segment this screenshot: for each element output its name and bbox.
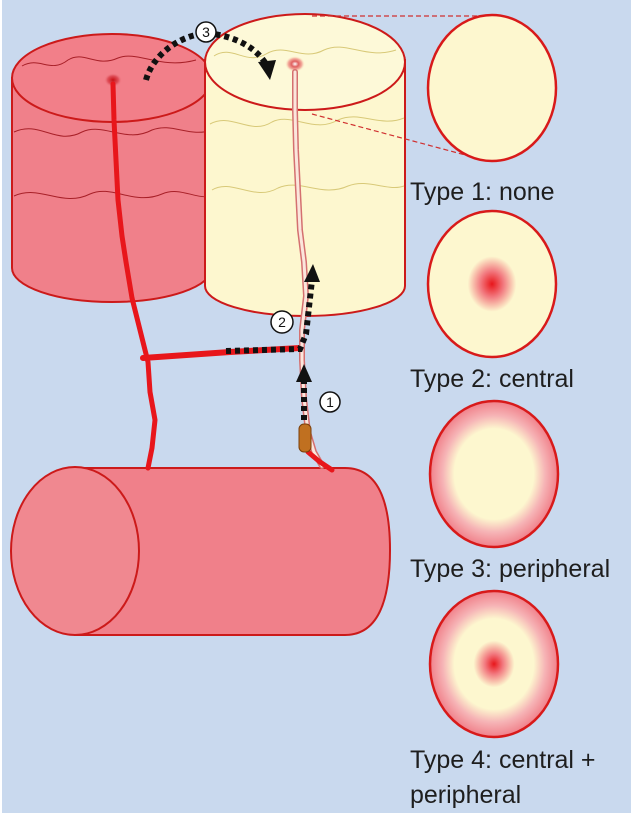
cross-section-type-1 (428, 15, 556, 161)
step-marker-1: 1 (320, 392, 340, 412)
embolus (299, 424, 311, 452)
type-2-label: Type 2: central (410, 364, 574, 394)
type-3-label: Type 3: peripheral (410, 554, 610, 584)
type-1-label: Type 1: none (410, 177, 555, 207)
type-4-label-continued: peripheral (410, 780, 521, 810)
cross-section-type-2 (428, 211, 556, 357)
arrow-head-1 (296, 364, 312, 382)
step-label: 1 (326, 394, 334, 410)
cross-section-type-3 (430, 401, 558, 547)
type-4-label: Type 4: central + (410, 745, 596, 775)
step-label: 3 (202, 24, 210, 40)
step-label: 2 (278, 314, 286, 330)
parent-vessel (11, 467, 390, 635)
step-marker-2: 2 (271, 311, 293, 333)
cross-section-type-4 (430, 591, 558, 737)
step-marker-3: 3 (196, 22, 216, 42)
perfused-tissue-cylinder (12, 34, 212, 302)
